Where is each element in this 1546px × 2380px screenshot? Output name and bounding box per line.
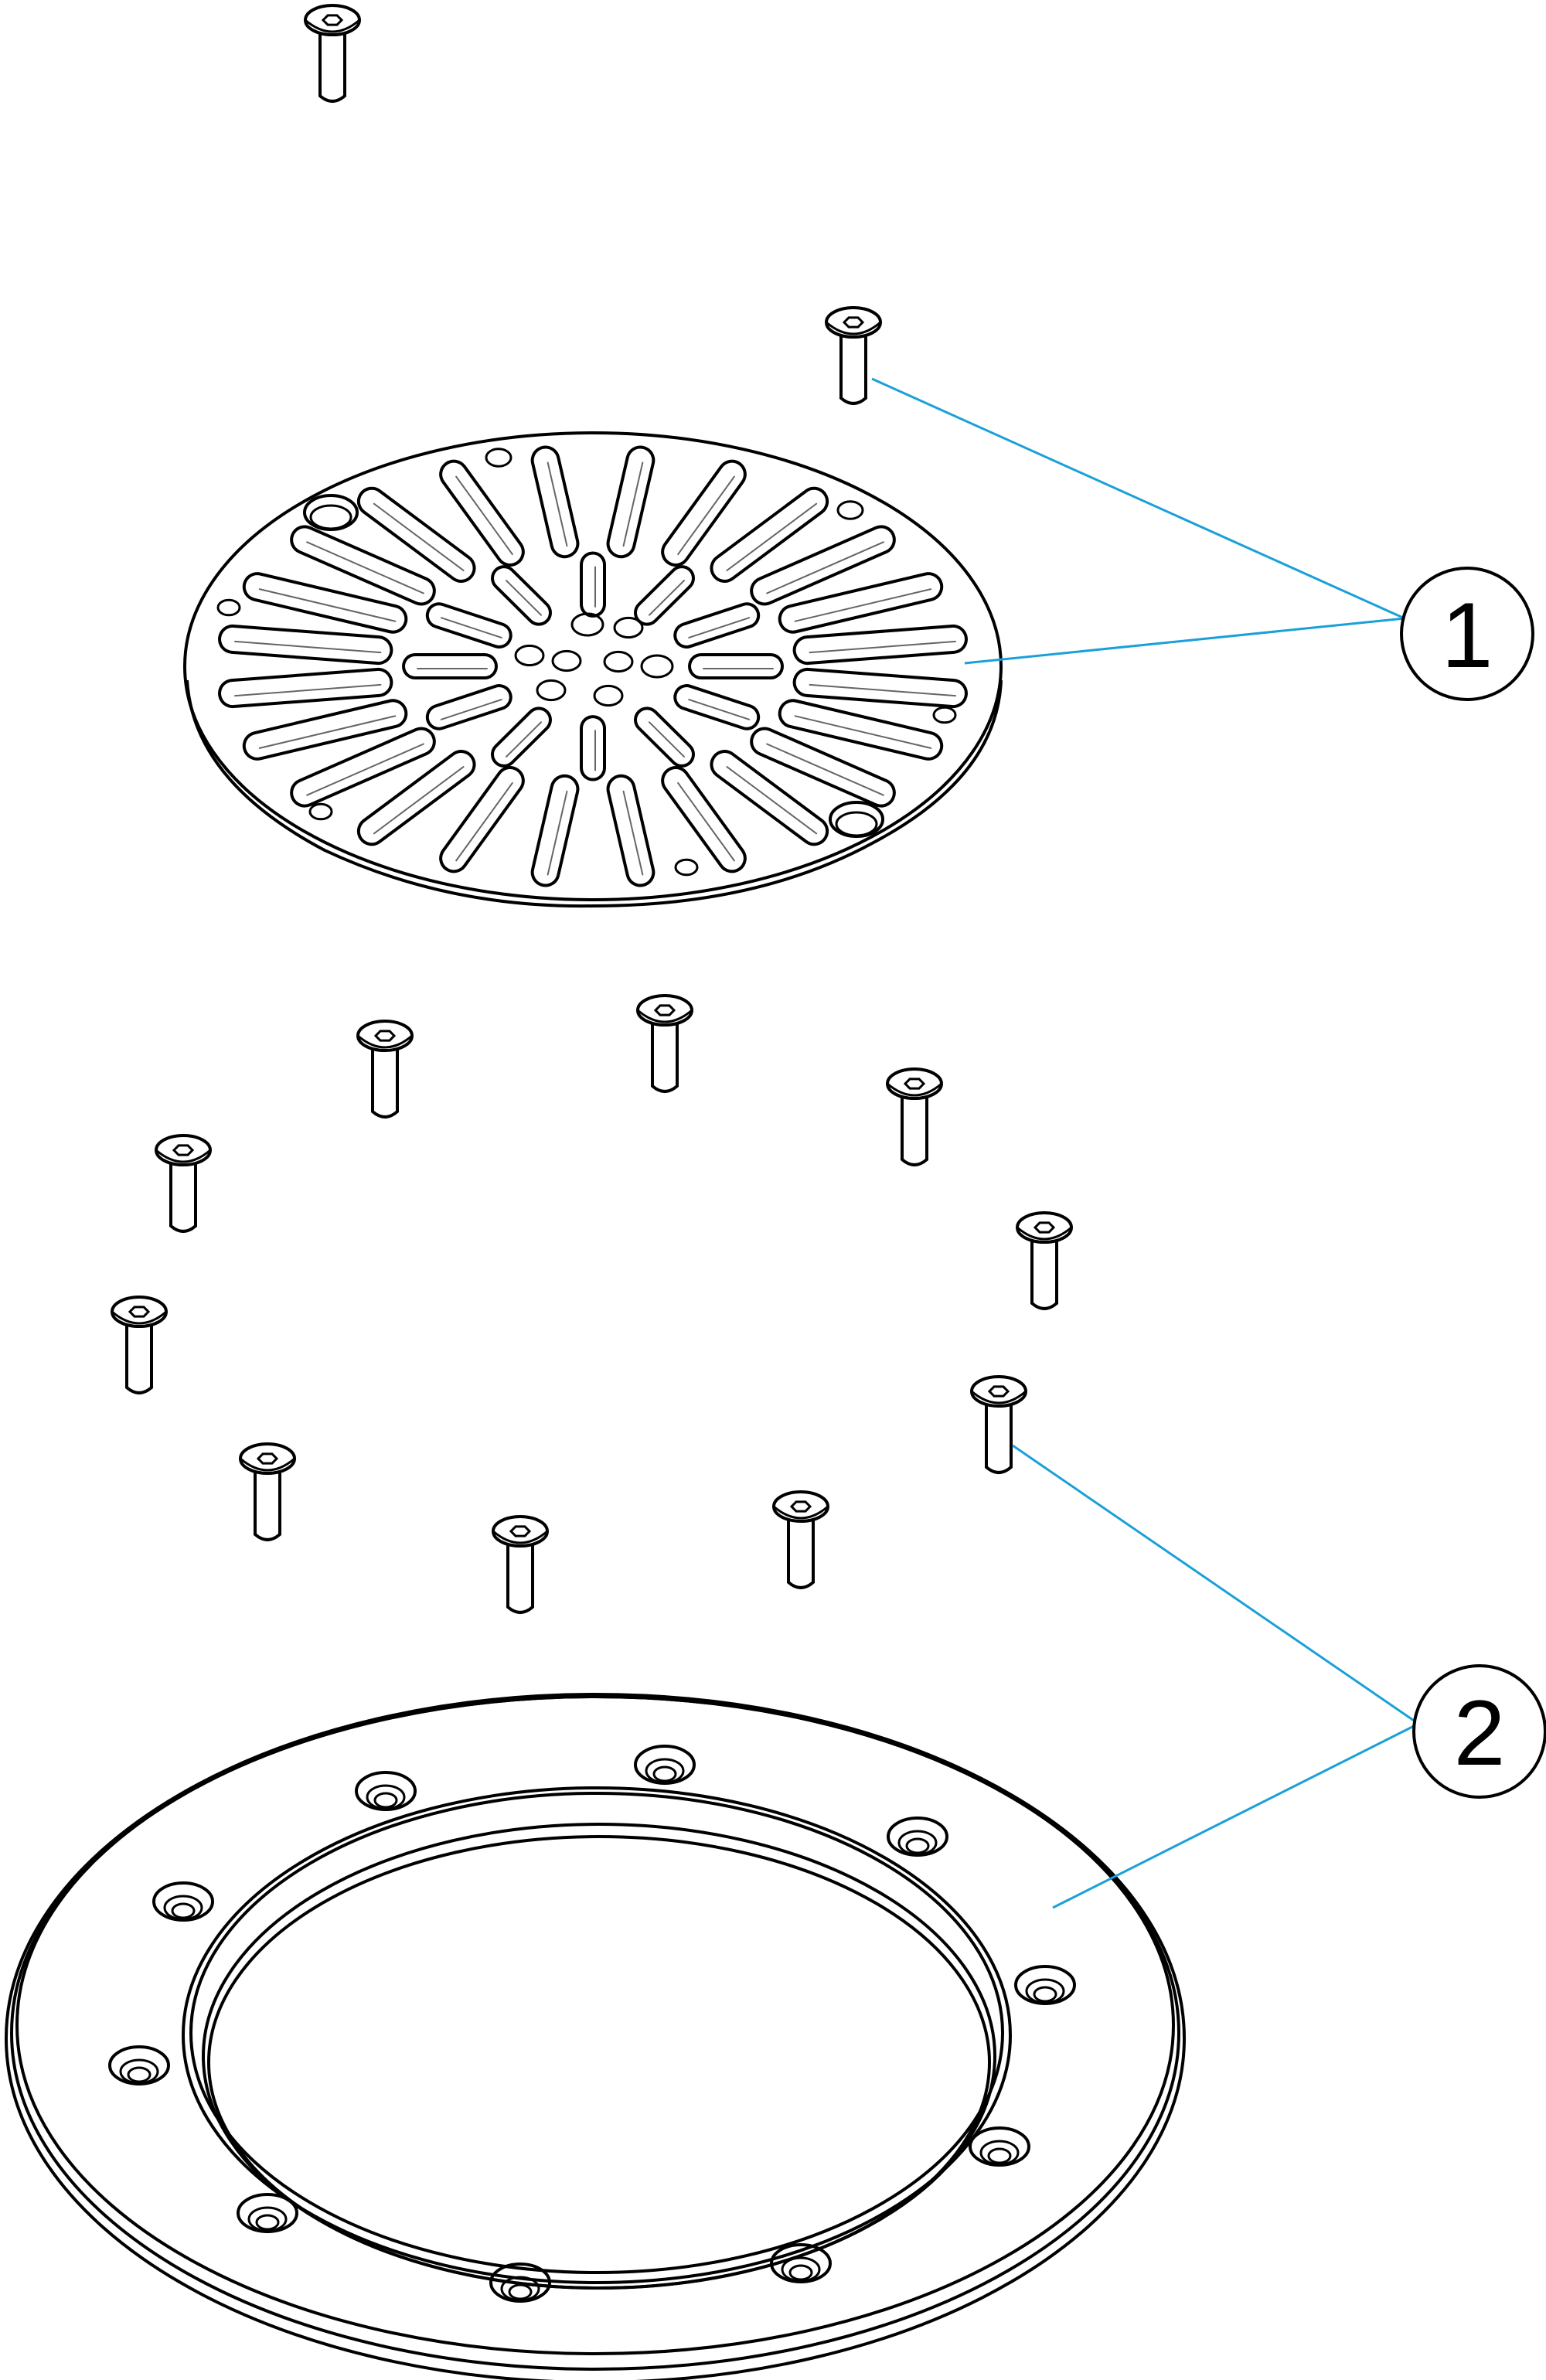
- mounting-ring: [5, 1693, 1186, 2380]
- grate-hole: [551, 649, 582, 672]
- leader-1a: [871, 377, 1405, 620]
- grate-mounting-boss: [303, 494, 359, 531]
- grate-hole: [308, 802, 333, 821]
- grate-slot: [778, 572, 944, 634]
- screw: [492, 1515, 549, 1614]
- grate-slot: [242, 699, 408, 761]
- callout-2: 2: [1412, 1664, 1546, 1799]
- grate-slot: [673, 684, 761, 730]
- grate-slot: [491, 707, 552, 768]
- leader-1b: [964, 617, 1405, 665]
- grate-hole: [674, 858, 699, 877]
- grate-hole: [514, 644, 545, 667]
- screw: [304, 4, 361, 103]
- screw: [155, 1134, 212, 1233]
- grate-slot: [356, 486, 476, 583]
- grate-hole: [536, 679, 567, 702]
- grate-slot: [218, 624, 393, 666]
- ring-hole: [108, 2045, 170, 2085]
- grate-slot: [242, 572, 408, 634]
- grate-slot: [290, 727, 436, 808]
- grate-slot: [634, 707, 695, 768]
- leader-lines: [871, 377, 1419, 1909]
- grate-slot: [439, 765, 525, 873]
- ring-hole: [1014, 1965, 1076, 2005]
- ring-hole: [634, 1745, 696, 1785]
- grate-slot: [356, 750, 476, 846]
- grate-slot: [710, 486, 829, 583]
- drain-grate: [183, 431, 1003, 908]
- screw: [1016, 1211, 1073, 1310]
- grate-slot: [290, 525, 436, 606]
- grate-slot: [218, 667, 393, 709]
- countersunk-screws: [111, 4, 1073, 1614]
- screw: [239, 1442, 296, 1541]
- callout-2-label: 2: [1454, 1681, 1506, 1785]
- callout-1-label: 1: [1442, 584, 1493, 687]
- grate-slot: [661, 765, 747, 873]
- screw: [886, 1067, 943, 1166]
- grate-slot: [425, 684, 512, 730]
- grate-slot: [673, 602, 761, 649]
- grate-slot: [606, 774, 656, 887]
- callout-1: 1: [1400, 567, 1534, 701]
- grate-hole: [570, 612, 604, 637]
- ring-hole: [969, 2126, 1030, 2167]
- grate-hole: [836, 500, 864, 520]
- grate-slot: [750, 727, 896, 808]
- grate-slot: [580, 551, 606, 618]
- grate-hole: [485, 448, 512, 468]
- screw: [636, 994, 693, 1093]
- grate-slot: [661, 459, 747, 567]
- grate-slot: [580, 715, 606, 781]
- grate-slot: [792, 667, 968, 709]
- screw: [356, 1020, 414, 1118]
- screw: [825, 306, 882, 405]
- grate-slot: [634, 565, 695, 626]
- leader-2b: [1052, 1722, 1419, 1909]
- grate-mounting-boss: [829, 801, 884, 838]
- ring-hole: [237, 2193, 298, 2233]
- grate-slot: [688, 653, 784, 679]
- grate-slot: [792, 624, 968, 666]
- grate-slot: [750, 525, 896, 606]
- grate-slot: [530, 445, 580, 559]
- grate-hole: [216, 598, 241, 617]
- screw: [970, 1375, 1027, 1474]
- grate-hole: [640, 654, 674, 679]
- grate-holes: [216, 448, 957, 877]
- grate-hole: [932, 706, 957, 724]
- ring-hole: [887, 1816, 948, 1857]
- grate-slot: [530, 774, 580, 887]
- grate-slot: [402, 653, 498, 679]
- ring-screw-holes: [108, 1745, 1076, 2303]
- grate-slot: [710, 750, 829, 846]
- grate-hole: [613, 616, 644, 639]
- ring-hole: [489, 2263, 551, 2303]
- leader-2a: [1012, 1444, 1419, 1725]
- grate-slot: [606, 445, 656, 559]
- grate-hole: [593, 684, 624, 707]
- ring-hole: [355, 1771, 417, 1811]
- grate-slot: [491, 565, 552, 626]
- grate-slots: [218, 445, 968, 887]
- screw: [772, 1490, 829, 1589]
- grate-hole: [603, 650, 634, 673]
- grate-slot: [425, 602, 512, 649]
- grate-slot: [778, 699, 944, 761]
- grate-slot: [439, 459, 525, 567]
- ring-hole: [152, 1881, 214, 1922]
- ring-hole: [770, 2243, 832, 2283]
- screw: [111, 1296, 168, 1394]
